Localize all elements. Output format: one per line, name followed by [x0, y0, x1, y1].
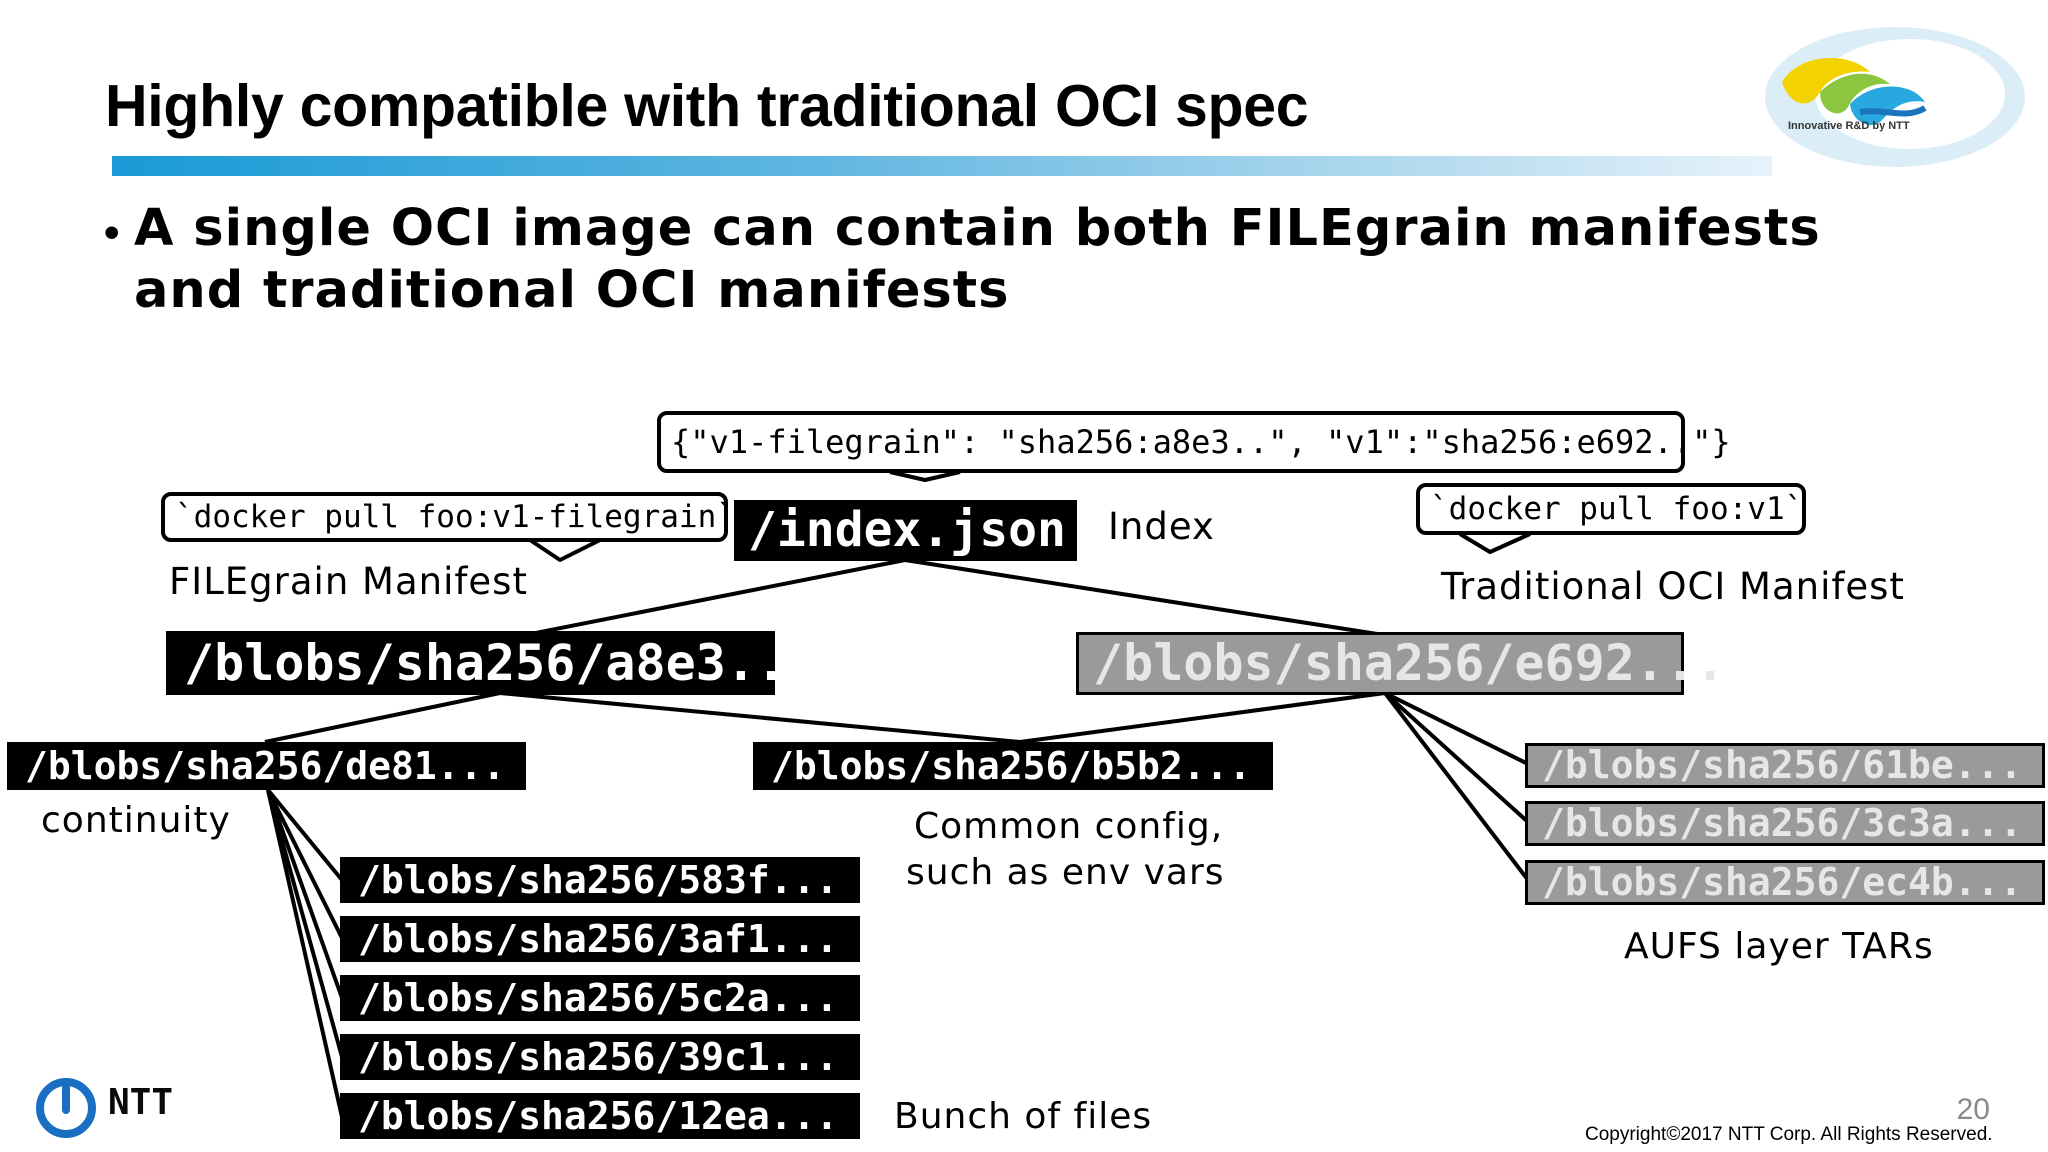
file-node: /blobs/sha256/583f... [340, 857, 860, 903]
index-json-node: /index.json [734, 500, 1077, 561]
title-underline-bar [112, 156, 1772, 176]
edge-oci-layer-2 [1383, 691, 1530, 824]
page-number: 20 [1956, 1093, 1990, 1126]
edge-continuity-file-5 [266, 789, 344, 1118]
edge-index-oci [904, 558, 1391, 638]
layer-node: /blobs/sha256/ec4b... [1525, 860, 2045, 905]
edge-index-filegrain [499, 558, 906, 642]
file-node: /blobs/sha256/3af1... [340, 916, 860, 962]
logo-text: Innovative R&D by NTT [1788, 120, 1910, 132]
config-label-line1: Common config, [914, 806, 1224, 847]
callout-pull-filegrain: `docker pull foo:v1-filegrain` [161, 492, 735, 542]
config-label-line2: such as env vars [906, 852, 1225, 893]
innovative-rd-logo: Innovative R&D by NTT [1720, 12, 2025, 177]
callout-tail-pull-filegrain [528, 538, 601, 562]
index-label: Index [1108, 505, 1215, 548]
files-label: Bunch of files [894, 1096, 1153, 1137]
file-node: /blobs/sha256/5c2a... [340, 975, 860, 1021]
layer-node: /blobs/sha256/61be... [1525, 743, 2045, 788]
oci-manifest-node: /blobs/sha256/e692... [1076, 632, 1725, 695]
logo-swirl-icon [1765, 27, 2025, 167]
callout-tail-index-json [889, 470, 961, 482]
file-node: /blobs/sha256/39c1... [340, 1034, 860, 1080]
file-node: /blobs/sha256/12ea... [340, 1093, 860, 1139]
continuity-label: continuity [41, 800, 231, 841]
layer-node: /blobs/sha256/3c3a... [1525, 801, 2045, 846]
edge-filegrain-config [499, 691, 1021, 744]
edge-continuity-file-1 [266, 788, 344, 882]
edge-oci-layer-3 [1383, 691, 1530, 882]
edge-oci-layer-1 [1384, 691, 1529, 766]
edge-oci-config [1019, 691, 1386, 744]
config-node: /blobs/sha256/b5b2... [753, 742, 1273, 790]
filegrain-manifest-label: FILEgrain Manifest [169, 560, 528, 603]
edge-filegrain-continuity [264, 691, 501, 744]
continuity-node: /blobs/sha256/de81... [7, 742, 526, 790]
oci-manifest-label: Traditional OCI Manifest [1441, 565, 1905, 608]
ntt-logo-icon [36, 1078, 96, 1138]
layers-label: AUFS layer TARs [1624, 926, 1934, 967]
copyright: Copyright©2017 NTT Corp. All Rights Rese… [1585, 1124, 1993, 1145]
ntt-logo-text: NTT [108, 1082, 174, 1123]
callout-pull-v1: `docker pull foo:v1` [1416, 483, 1806, 535]
edge-continuity-file-3 [266, 789, 344, 999]
page-title: Highly compatible with traditional OCI s… [105, 73, 1309, 139]
edge-continuity-file-2 [266, 789, 344, 939]
bullet-marker: • [104, 208, 120, 257]
bullet-text: A single OCI image can contain both FILE… [134, 199, 1821, 320]
edge-continuity-file-4 [266, 789, 344, 1058]
filegrain-manifest-node: /blobs/sha256/a8e3... [166, 631, 816, 695]
callout-tail-pull-v1 [1458, 532, 1531, 554]
ntt-logo: NTT [36, 1076, 173, 1145]
callout-index-json: {"v1-filegrain": "sha256:a8e3..", "v1":"… [657, 411, 1731, 473]
